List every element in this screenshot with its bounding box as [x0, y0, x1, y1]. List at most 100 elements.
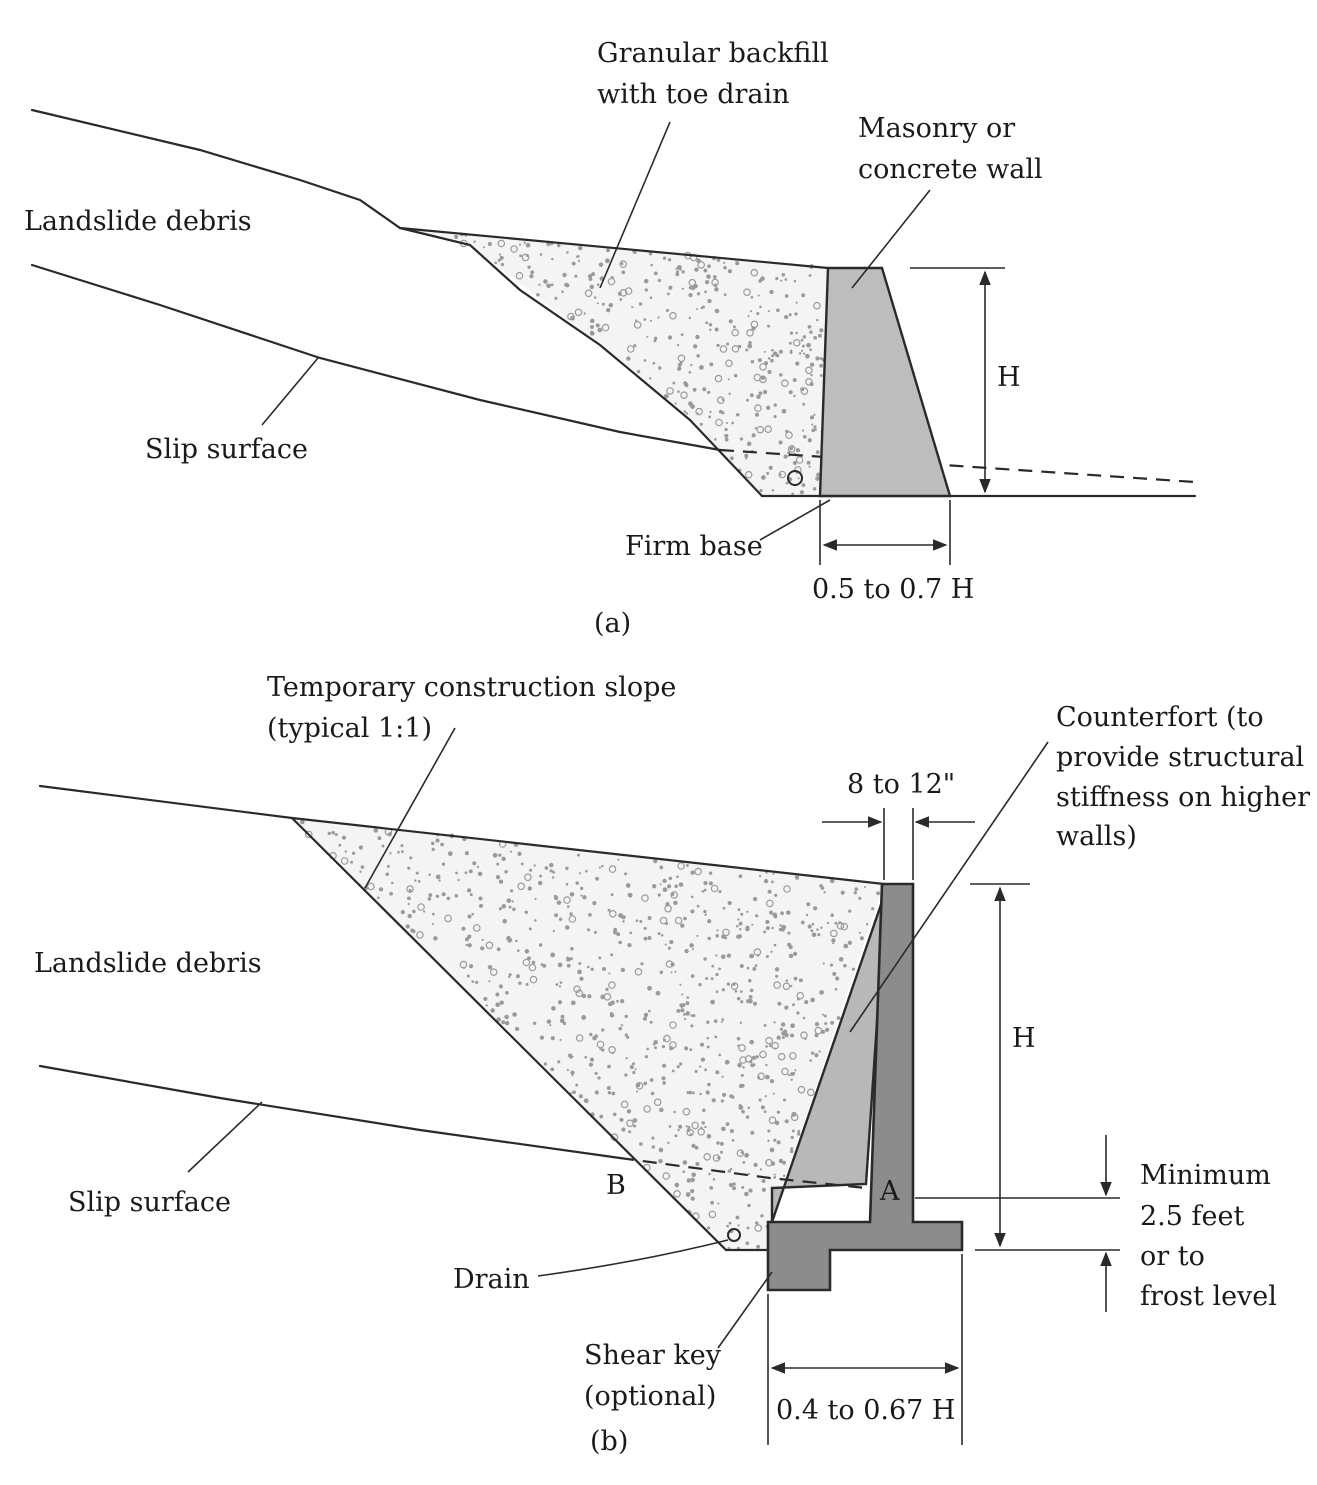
backfill-speck [610, 953, 614, 957]
backfill-speck [625, 883, 631, 888]
backfill-speck [690, 1177, 695, 1183]
backfill-speck [701, 1121, 705, 1125]
backfill-speck [687, 1125, 691, 1129]
backfill-speck [587, 965, 590, 969]
backfill-speck [618, 1026, 622, 1031]
backfill-speck [702, 305, 705, 309]
backfill-speck [411, 929, 416, 934]
backfill-speck [500, 262, 505, 267]
backfill-speck [572, 1090, 576, 1095]
backfill-speck [351, 851, 356, 855]
backfill-speck [769, 910, 773, 915]
backfill-speck [713, 1019, 718, 1023]
backfill-speck [790, 1078, 793, 1081]
backfill-speck [756, 425, 765, 434]
toe-drain-icon [787, 470, 803, 486]
backfill-speck [624, 1014, 628, 1019]
backfill-speck [817, 933, 821, 937]
backfill-speck [552, 929, 555, 933]
backfill-speck [710, 999, 715, 1005]
backfill-speck [781, 1022, 786, 1027]
backfill-speck [707, 264, 711, 269]
backfill-speck [565, 925, 570, 930]
backfill-speck [581, 993, 587, 999]
backfill-speck [756, 394, 761, 400]
backfill-speck [776, 308, 780, 313]
backfill-speck [728, 1182, 734, 1188]
backfill-speck [735, 1215, 740, 1220]
backfill-speck [469, 893, 473, 897]
backfill-speck [810, 416, 813, 420]
backfill-speck [599, 1047, 602, 1050]
backfill-speck [562, 272, 567, 278]
backfill-speck [400, 910, 405, 915]
backfill-speck [584, 1056, 588, 1059]
backfill-speck [622, 920, 625, 923]
backfill-speck [669, 1041, 677, 1049]
backfill-speck [843, 963, 847, 968]
leader-base-a [759, 499, 831, 541]
backfill-speck [809, 362, 815, 367]
backfill-speck [531, 960, 536, 965]
label-minimum-line2: 2.5 feet [1140, 1201, 1244, 1232]
backfill-speck [608, 1002, 613, 1007]
backfill-speck [416, 931, 424, 939]
backfill-speck [476, 865, 480, 869]
backfill-speck [389, 852, 392, 855]
backfill-speck [814, 1021, 820, 1027]
backfill-speck [834, 921, 838, 925]
backfill-speck [815, 450, 820, 454]
backfill-speck [824, 1021, 828, 1026]
backfill-speck [810, 997, 815, 1003]
backfill-speck [717, 1202, 720, 1205]
backfill-speck [472, 924, 481, 932]
backfill-speck [643, 318, 647, 321]
backfill-speck [676, 1008, 681, 1013]
label-backfill-line1: Granular backfill [597, 38, 829, 69]
backfill-speck [787, 445, 796, 453]
backfill-speck [748, 994, 753, 999]
label-base-a: Firm base [625, 531, 763, 562]
backfill-speck [561, 290, 564, 294]
backfill-speck [608, 1046, 616, 1054]
backfill-speck [690, 404, 695, 409]
backfill-speck [477, 871, 483, 877]
backfill-speck [832, 942, 835, 945]
leader-wall-a [851, 189, 931, 289]
backfill-speck [742, 1160, 746, 1164]
backfill-speck [797, 1129, 801, 1133]
backfill-speck [529, 975, 538, 984]
backfill-speck [378, 887, 384, 892]
backfill-speck [720, 1020, 723, 1023]
backfill-speck [539, 1035, 545, 1040]
backfill-speck [704, 279, 710, 285]
backfill-speck [677, 366, 682, 371]
backfill-speck [750, 360, 755, 364]
backfill-speck [787, 931, 791, 935]
backfill-speck [749, 988, 754, 993]
backfill-speck [742, 1066, 745, 1069]
backfill-speck [690, 1024, 694, 1028]
backfill-speck [632, 250, 637, 254]
backfill-speck [757, 1072, 766, 1081]
backfill-speck [624, 1033, 628, 1037]
backfill-speck [820, 926, 823, 929]
backfill-speck [676, 270, 679, 274]
backfill-speck [580, 886, 584, 891]
backfill-speck [631, 306, 634, 309]
backfill-speck [792, 461, 797, 465]
backfill-speck [810, 1051, 815, 1055]
backfill-speck [634, 1068, 637, 1071]
backfill-speck [832, 971, 837, 976]
backfill-speck [465, 943, 468, 947]
backfill-speck [688, 370, 692, 374]
backfill-speck [599, 1114, 604, 1119]
backfill-speck [690, 285, 693, 288]
backfill-speck [731, 344, 740, 353]
label-stem-width: 8 to 12" [847, 769, 955, 800]
backfill-speck [653, 271, 658, 276]
backfill-speck [401, 850, 404, 853]
backfill-speck [681, 287, 684, 290]
backfill-speck [754, 964, 758, 967]
backfill-speck [504, 870, 508, 874]
